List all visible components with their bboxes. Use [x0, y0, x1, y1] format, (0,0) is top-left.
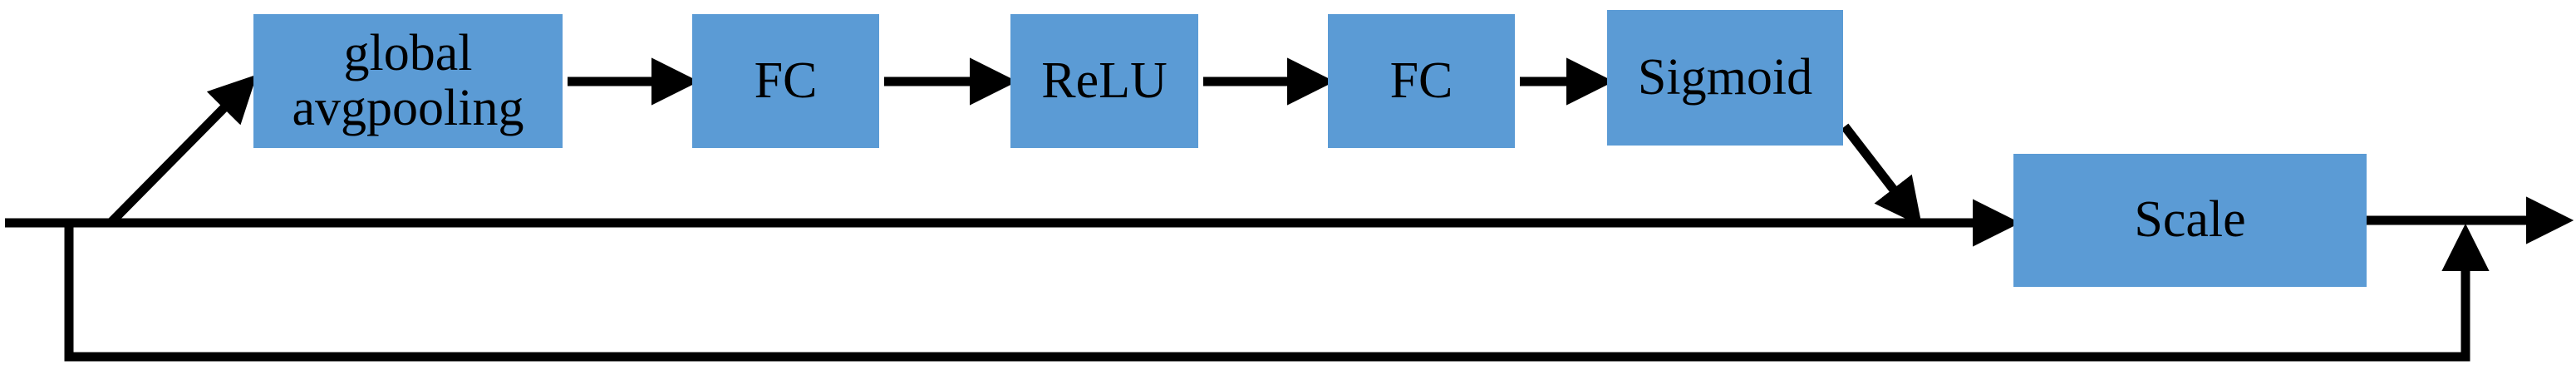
node-global-avgpooling[interactable]: global avgpooling — [253, 14, 563, 148]
edge-residual-skip — [64, 223, 2490, 362]
node-sigmoid-label: Sigmoid — [1637, 48, 1813, 106]
node-fc-2-label: FC — [1389, 52, 1453, 109]
node-fc-1[interactable]: FC — [692, 14, 879, 148]
node-relu[interactable]: ReLU — [1010, 14, 1198, 148]
node-fc-1-label: FC — [754, 52, 818, 109]
node-relu-label: ReLU — [1041, 52, 1168, 109]
node-global-avgpooling-label: global avgpooling — [292, 25, 524, 136]
node-sigmoid[interactable]: Sigmoid — [1607, 10, 1843, 146]
node-scale[interactable]: Scale — [2013, 154, 2367, 287]
node-scale-label: Scale — [2134, 191, 2246, 249]
node-fc-2[interactable]: FC — [1328, 14, 1515, 148]
edge-sigmoid-to-merge — [1841, 123, 1923, 227]
edge-branch-to-avgpool — [107, 74, 258, 226]
